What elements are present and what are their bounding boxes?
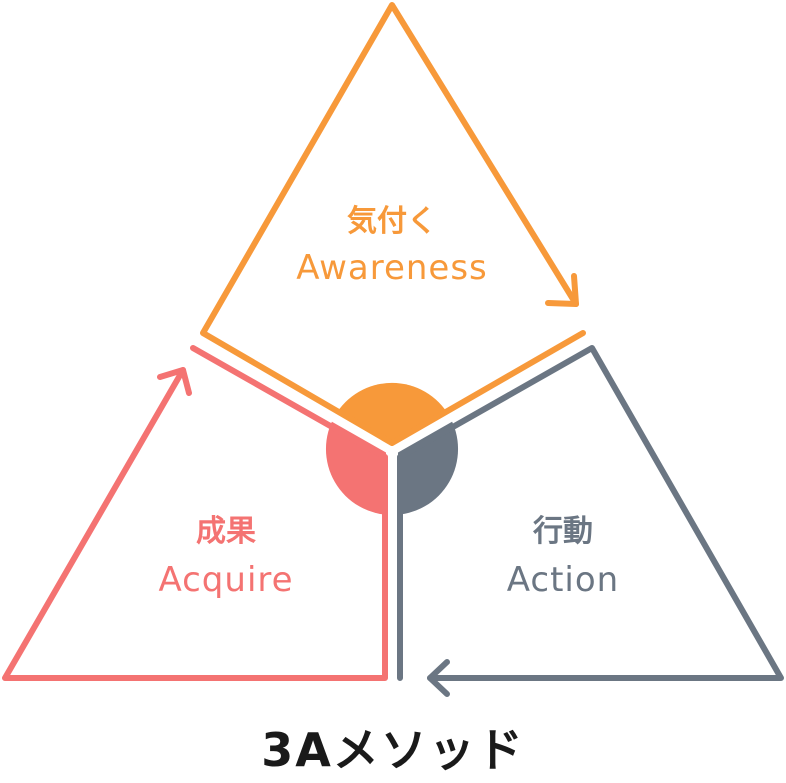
awareness-outline	[200, 2, 586, 446]
center-circle	[317, 382, 467, 530]
acquire-label-jp: 成果	[196, 514, 256, 549]
action-arrowhead	[427, 659, 450, 697]
action-outline	[397, 345, 784, 681]
action-label-en: Action	[507, 560, 619, 600]
action-label-jp: 行動	[532, 514, 593, 549]
segment-awareness	[200, 2, 586, 446]
diagram-title: 3Aメソッド	[261, 723, 525, 777]
segment-action	[397, 345, 784, 697]
acquire-outline	[2, 345, 388, 681]
awareness-label-jp: 気付く	[347, 204, 437, 239]
acquire-arrowhead	[157, 367, 192, 396]
segment-acquire	[2, 345, 388, 681]
awareness-arrowhead	[545, 273, 579, 307]
acquire-label-en: Acquire	[158, 560, 293, 600]
awareness-label-en: Awareness	[296, 248, 488, 288]
